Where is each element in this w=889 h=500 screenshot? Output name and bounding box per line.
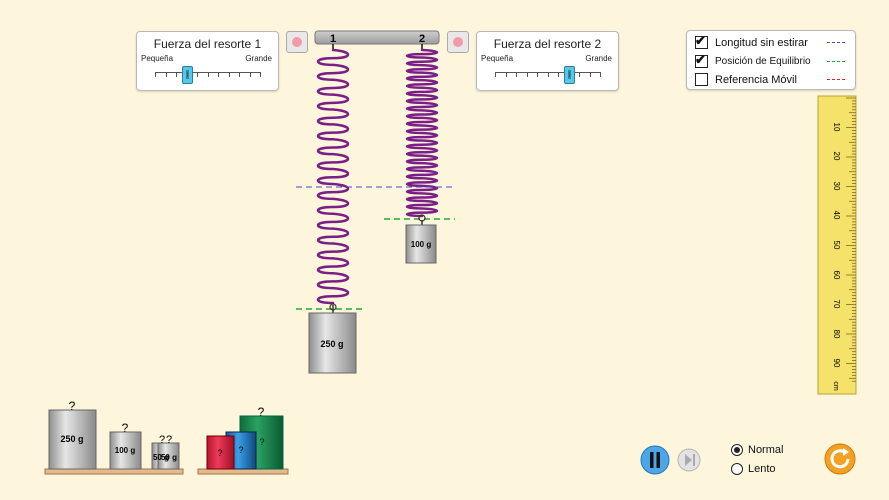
shelf-mass-250-hook: ? bbox=[69, 399, 76, 413]
slider-tick bbox=[558, 72, 559, 77]
mystery-mass-red-label: ? bbox=[217, 448, 222, 458]
spring1-strength-panel: Fuerza del resorte 1 Pequeña Grande bbox=[136, 31, 279, 91]
shelf-mass-100-label: 100 g bbox=[115, 446, 136, 455]
mystery-mass-green-label: ? bbox=[259, 437, 264, 447]
natural-length-label: Longitud sin estirar bbox=[715, 36, 808, 49]
spring2-slider-title: Fuerza del resorte 2 bbox=[493, 37, 602, 51]
mystery-mass-red[interactable] bbox=[206, 435, 235, 470]
spring1-slider-min-label: Pequeña bbox=[141, 54, 174, 63]
ruler-tick-40: 40 bbox=[832, 211, 841, 220]
equilibrium-checkbox[interactable] bbox=[695, 52, 708, 68]
shelf-mass-250[interactable] bbox=[48, 409, 97, 470]
shelf-mass-100-hook: ? bbox=[122, 421, 129, 435]
slider-tick bbox=[547, 72, 549, 77]
equilibrium-label: Posición de Equilibrio bbox=[715, 56, 811, 67]
slider-tick bbox=[568, 72, 570, 77]
spring1-slider-max-label: Grande bbox=[245, 54, 272, 63]
spring-2 bbox=[405, 48, 439, 218]
ruler-tick-30: 30 bbox=[832, 182, 841, 191]
reset-button[interactable] bbox=[824, 443, 856, 475]
slider-tick bbox=[505, 72, 507, 77]
option-natural-length[interactable]: Longitud sin estirar bbox=[695, 33, 808, 49]
speed-slow-label: Lento bbox=[748, 463, 776, 475]
slider-tick bbox=[600, 72, 601, 77]
speed-normal-option[interactable]: Normal bbox=[731, 444, 783, 456]
mystery-mass-green[interactable] bbox=[239, 415, 284, 470]
slider-tick bbox=[579, 72, 580, 77]
ruler-tick-70: 70 bbox=[832, 300, 841, 309]
slider-tick bbox=[176, 72, 177, 77]
slider-tick bbox=[186, 72, 188, 77]
movable-reference-checkbox[interactable] bbox=[695, 73, 708, 86]
ruler-tick-60: 60 bbox=[832, 271, 841, 280]
shelf-mass-100[interactable] bbox=[109, 431, 142, 470]
shelf-mass-50a-hook: ? bbox=[159, 434, 165, 446]
ruler-unit: cm bbox=[832, 381, 839, 391]
shelf-mass-50b-hook: ? bbox=[166, 434, 172, 446]
equilibrium-legend bbox=[827, 61, 845, 62]
spring2-number: 2 bbox=[419, 33, 425, 45]
ruler-tick-80: 80 bbox=[832, 330, 841, 339]
shelf-mass-50a-label: 50 g bbox=[153, 453, 169, 462]
slider-tick bbox=[228, 72, 230, 77]
hanging-mass-250-label: 250 g bbox=[320, 339, 343, 349]
mystery-mass-green-hook: ? bbox=[258, 405, 265, 419]
shelf-mass-50b-label: 50 g bbox=[161, 453, 177, 462]
slider-tick bbox=[239, 72, 240, 77]
mystery-mass-blue-label: ? bbox=[238, 445, 243, 455]
slider-tick bbox=[589, 72, 591, 77]
movable-reference-label: Referencia Móvil bbox=[715, 73, 797, 86]
spring2-slider-max-label: Grande bbox=[585, 54, 612, 63]
spring1-slider-title: Fuerza del resorte 1 bbox=[153, 37, 262, 51]
hanging-mass-100[interactable] bbox=[405, 224, 437, 264]
slider-tick bbox=[218, 72, 219, 77]
natural-length-legend bbox=[827, 42, 845, 43]
speed-slow-option[interactable]: Lento bbox=[731, 463, 776, 475]
natural-length-checkbox[interactable] bbox=[695, 33, 708, 49]
spring1-stop-button[interactable] bbox=[286, 31, 308, 53]
ruler[interactable]: 10 20 30 40 50 60 70 80 90 cm bbox=[817, 95, 857, 395]
speed-slow-radio[interactable] bbox=[731, 463, 743, 475]
ruler-tick-90: 90 bbox=[832, 359, 841, 368]
shelf-mass-50a[interactable] bbox=[151, 442, 174, 470]
shelf-mass-250-label: 250 g bbox=[60, 434, 83, 444]
slider-tick bbox=[526, 72, 528, 77]
speed-normal-radio[interactable] bbox=[731, 444, 743, 456]
spring2-strength-panel: Fuerza del resorte 2 Pequeña Grande bbox=[476, 31, 619, 91]
speed-normal-label: Normal bbox=[748, 444, 784, 456]
option-equilibrium[interactable]: Posición de Equilibrio bbox=[695, 52, 811, 68]
pause-button[interactable] bbox=[640, 445, 670, 475]
hanging-mass-100-label: 100 g bbox=[411, 240, 432, 249]
hanging-mass-250[interactable] bbox=[308, 312, 357, 374]
option-movable-reference[interactable]: Referencia Móvil bbox=[695, 73, 797, 86]
slider-tick bbox=[537, 72, 538, 77]
ruler-tick-20: 20 bbox=[832, 152, 841, 161]
ruler-tick-10: 10 bbox=[832, 123, 841, 132]
slider-tick bbox=[495, 72, 496, 77]
spring2-slider-min-label: Pequeña bbox=[481, 54, 514, 63]
shelf-mass-50b[interactable] bbox=[157, 442, 180, 470]
shelf-left bbox=[44, 468, 184, 475]
slider-tick bbox=[197, 72, 198, 77]
shelf-right bbox=[197, 468, 289, 475]
slider-tick bbox=[260, 72, 261, 77]
movable-reference-legend bbox=[827, 79, 845, 80]
slider-tick bbox=[516, 72, 517, 77]
slider-tick bbox=[207, 72, 209, 77]
options-panel: Longitud sin estirar Posición de Equilib… bbox=[686, 30, 856, 90]
spring1-number: 1 bbox=[330, 33, 336, 45]
support-bar[interactable] bbox=[314, 30, 440, 45]
ruler-tick-50: 50 bbox=[832, 241, 841, 250]
slider-tick bbox=[165, 72, 167, 77]
spring-1 bbox=[316, 48, 350, 305]
step-button[interactable] bbox=[677, 448, 701, 472]
slider-tick bbox=[249, 72, 251, 77]
spring2-stop-button[interactable] bbox=[447, 31, 469, 53]
mystery-mass-blue[interactable] bbox=[225, 431, 257, 470]
slider-tick bbox=[155, 72, 156, 77]
